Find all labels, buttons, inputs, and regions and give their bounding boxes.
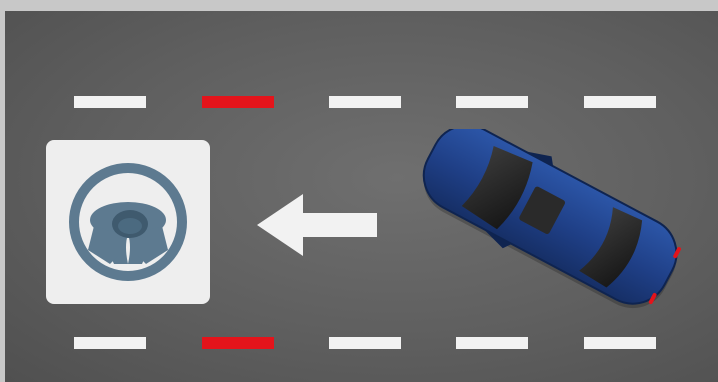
lane-markings-bottom bbox=[5, 337, 718, 349]
lane-dash bbox=[74, 96, 146, 108]
steering-wheel-tile bbox=[46, 140, 210, 304]
car-topview-icon bbox=[410, 129, 700, 309]
steering-wheel-icon bbox=[66, 160, 190, 284]
lane-dash bbox=[329, 96, 401, 108]
lane-dash-red bbox=[202, 96, 274, 108]
car bbox=[410, 129, 700, 314]
road-surface bbox=[5, 11, 718, 382]
lane-dash bbox=[456, 337, 528, 349]
lane-dash-red bbox=[202, 337, 274, 349]
left-arrow-icon bbox=[257, 194, 377, 256]
lane-markings-top bbox=[5, 96, 718, 108]
lane-dash bbox=[456, 96, 528, 108]
lane-dash bbox=[584, 337, 656, 349]
lane-dash bbox=[74, 337, 146, 349]
direction-arrow bbox=[257, 194, 377, 261]
lane-dash bbox=[329, 337, 401, 349]
lane-dash bbox=[584, 96, 656, 108]
